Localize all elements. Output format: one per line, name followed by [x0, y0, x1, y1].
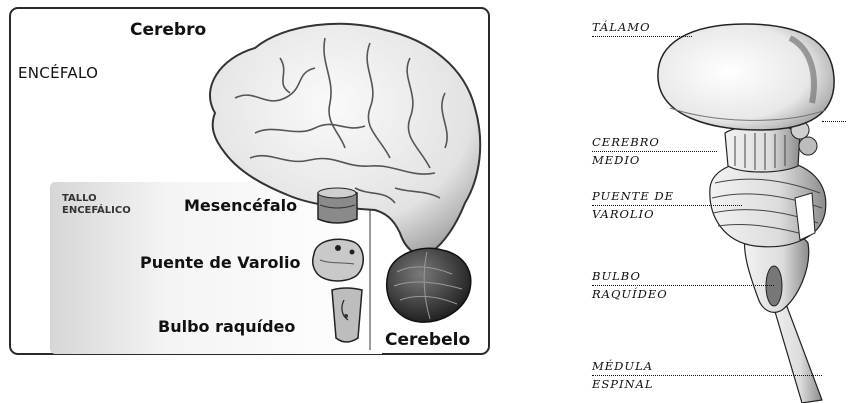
medulla-right-label-line2: RAQUÍDEO: [592, 287, 668, 301]
spinal-cord-label-line2: ESPINAL: [592, 377, 654, 391]
thalamus-label: TÁLAMO: [592, 20, 651, 34]
brainstem-anatomy-image: [657, 23, 835, 403]
medulla-image: [331, 287, 363, 343]
medulla-right-label-line1: BULBO: [592, 269, 641, 283]
brainstem-label-line1: TALLO: [62, 193, 97, 204]
cerebellum-image: [386, 247, 472, 323]
thalamus-leader: [592, 36, 692, 37]
encephalon-label: ENCÉFALO: [18, 64, 99, 82]
cerebellum-label: Cerebelo: [385, 330, 471, 350]
cerebrum-label: Cerebro: [130, 20, 207, 40]
spinal-cord-label-line1: MÉDULA: [592, 359, 654, 373]
medulla-label: Bulbo raquídeo: [158, 317, 296, 336]
midbrain-label-line1: CEREBRO: [592, 135, 660, 149]
spinal-cord-leader: [592, 375, 822, 376]
pons-right-label-line1: PUENTE DE: [592, 189, 675, 203]
pons-leader: [592, 205, 742, 206]
pons-label: Puente de Varolio: [140, 253, 301, 272]
right-side-leader: [822, 121, 846, 122]
mesencephalon-label: Mesencéfalo: [184, 196, 298, 215]
brainstem-box: [50, 182, 382, 354]
mesencephalon-image: [317, 187, 358, 224]
pons-image: [311, 238, 364, 282]
pons-right-label-line2: VAROLIO: [592, 207, 655, 221]
brainstem-label-line2: ENCEFÁLICO: [62, 205, 131, 216]
midbrain-leader: [592, 151, 717, 152]
medulla-leader: [592, 285, 774, 286]
cerebrum-image: [209, 22, 482, 256]
midbrain-label-line2: MEDIO: [592, 153, 641, 167]
